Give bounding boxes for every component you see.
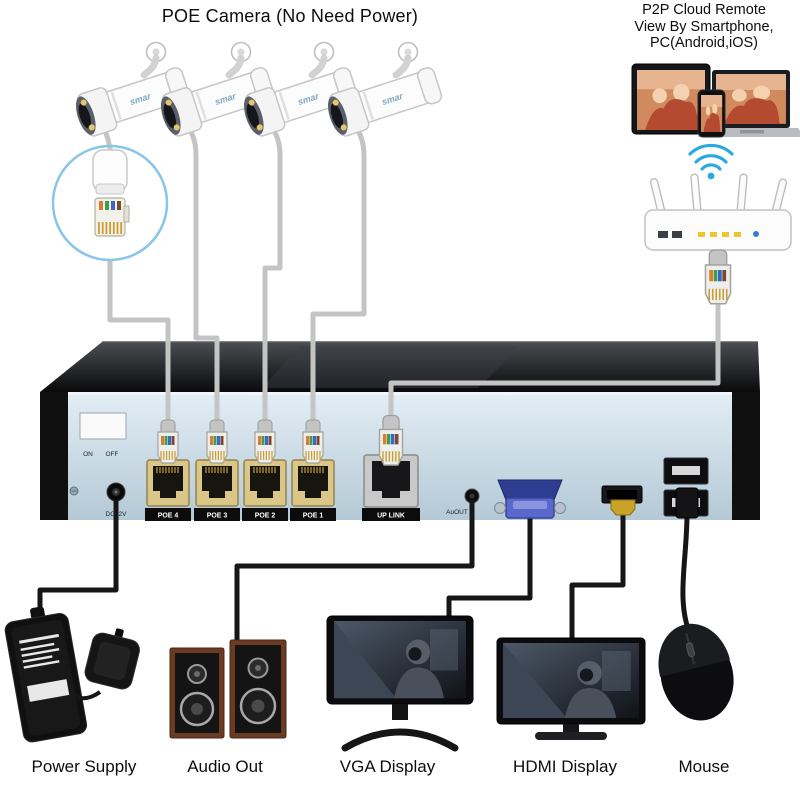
rj45-plug-poe3 xyxy=(206,419,228,464)
poe1-label: POE 1 xyxy=(303,513,324,520)
p2p-note: P2P Cloud Remote View By Smartphone, PC(… xyxy=(610,2,798,52)
poe-port-2 xyxy=(243,459,287,507)
rj45-plug-poe2 xyxy=(254,419,276,464)
router xyxy=(644,173,792,251)
mouse-cable xyxy=(680,513,693,635)
switch-on-label: ON xyxy=(83,451,93,458)
rj45-plug-uplink xyxy=(378,414,404,466)
hdmi-port xyxy=(601,485,643,504)
router-wan-led xyxy=(753,231,759,237)
uk-plug xyxy=(84,628,140,690)
poe2-label: POE 2 xyxy=(255,513,276,520)
peripheral-cables xyxy=(37,500,693,650)
audio-cable xyxy=(234,500,475,650)
p2p-note-line1: P2P Cloud Remote xyxy=(642,2,766,18)
hdmi-display xyxy=(496,637,646,740)
poe-camera-4 xyxy=(323,43,444,140)
remote-view-devices xyxy=(631,63,800,138)
vga-connector xyxy=(494,497,566,519)
label-hdmi-display: HDMI Display xyxy=(513,757,617,776)
power-supply xyxy=(4,606,140,743)
p2p-note-line3: PC(Android,iOS) xyxy=(650,35,758,52)
label-mouse: Mouse xyxy=(678,757,730,776)
speaker-right xyxy=(229,639,287,739)
vga-monitor xyxy=(326,615,474,752)
uplink-label: UP LINK xyxy=(377,513,405,520)
vga-port xyxy=(497,479,563,501)
poe-port-labels: POE 4 POE 3 POE 2 POE 1 xyxy=(145,508,336,521)
wifi-dot xyxy=(707,172,715,180)
router-antenna xyxy=(649,178,666,215)
vga-cable xyxy=(446,514,533,622)
uplink-port: UP LINK xyxy=(362,454,420,521)
power-cable xyxy=(37,500,119,614)
nvr-box: ON OFF DC12V POE 4 POE 3 POE 2 POE 1 xyxy=(40,341,760,521)
poe-port-4 xyxy=(146,459,190,507)
uplink-cable xyxy=(388,296,721,418)
audio-label: AuOUT xyxy=(446,509,468,516)
speaker-left xyxy=(169,647,225,739)
poe-port-3 xyxy=(195,459,239,507)
rj45-plug-poe1 xyxy=(302,419,324,464)
label-power-supply: Power Supply xyxy=(31,757,137,776)
label-audio-out: Audio Out xyxy=(187,757,263,776)
poe3-label: POE 3 xyxy=(207,513,228,520)
label-vga-display: VGA Display xyxy=(339,757,436,776)
mouse-scroll-wheel xyxy=(686,642,695,658)
rj45-plug-poe4 xyxy=(157,419,179,464)
poe-port-1 xyxy=(291,459,335,507)
switch-off-label: OFF xyxy=(106,451,119,458)
mouse xyxy=(658,623,734,721)
connector-zoom-inset xyxy=(51,144,169,262)
usb-connector xyxy=(675,487,699,519)
router-lan-leds xyxy=(698,232,741,237)
poe4-label: POE 4 xyxy=(158,513,179,520)
hdmi-cable xyxy=(569,512,626,644)
smartphone xyxy=(697,89,726,138)
nvr-sticker xyxy=(79,412,127,440)
rj45-connector-zoomed xyxy=(94,197,130,237)
poe-camera-title: POE Camera (No Need Power) xyxy=(161,6,419,26)
hdmi-connector xyxy=(610,499,636,516)
router-antenna xyxy=(736,173,748,215)
router-antenna xyxy=(690,173,702,215)
rj45-plug-router xyxy=(704,249,732,305)
p2p-note-line2: View By Smartphone, xyxy=(634,18,774,35)
speakers xyxy=(169,639,287,739)
wifi-icon xyxy=(688,143,734,171)
